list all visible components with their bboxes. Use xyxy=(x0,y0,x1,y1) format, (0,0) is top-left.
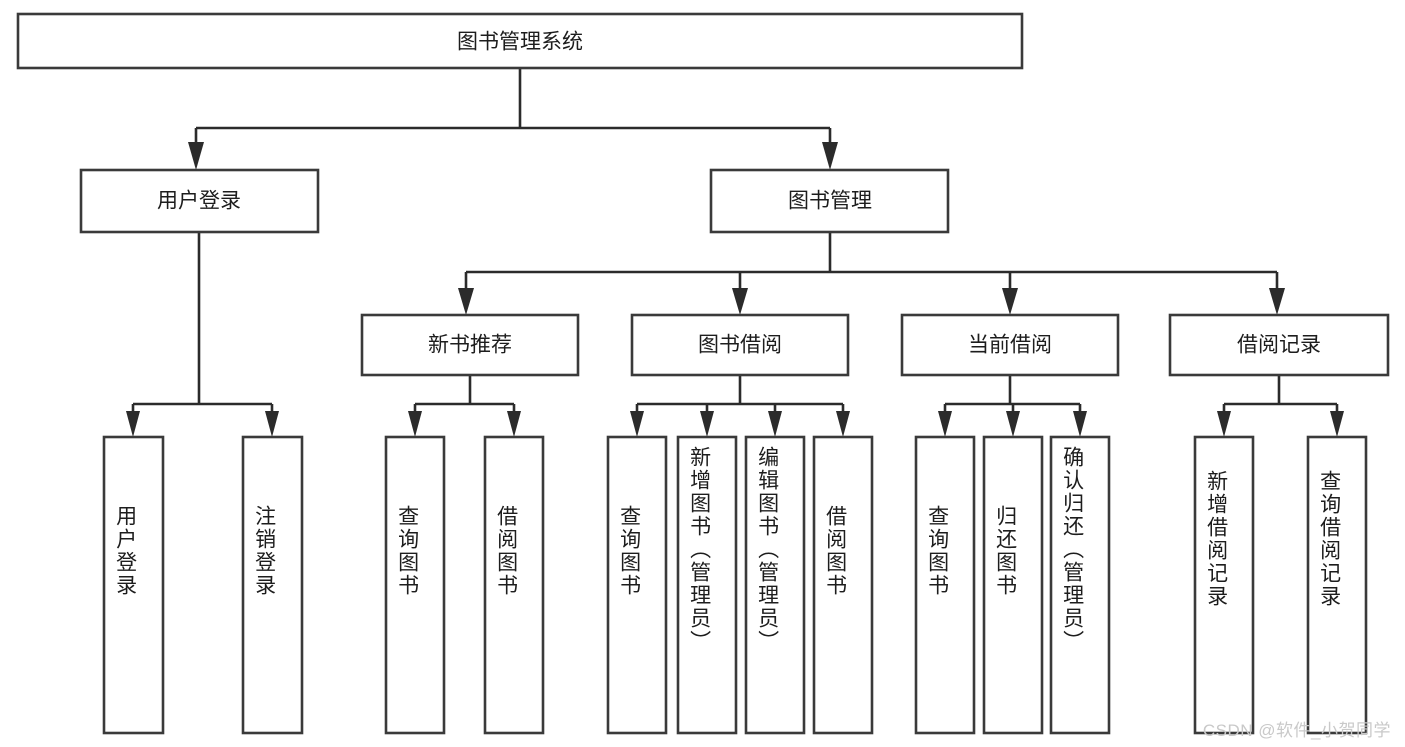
node-root[interactable]: 图书管理系统 xyxy=(16,12,1024,70)
node-leaf-edit-book-box[interactable] xyxy=(744,435,806,735)
node-leaf-confirm-return[interactable]: 确认归还（管理员） xyxy=(1049,435,1111,735)
node-new-book-recommend[interactable]: 新书推荐 xyxy=(360,313,580,377)
arrow-head-leaf-borrow-book-2 xyxy=(836,411,850,437)
node-leaf-query-book-2[interactable]: 查询图书 xyxy=(606,435,668,735)
node-leaf-query-book-2-label: 查询图书 xyxy=(618,505,642,597)
arrow-head-leaf-query-book-1 xyxy=(408,411,422,437)
arrow-head-leaf-return-book xyxy=(1006,411,1020,437)
node-leaf-user-login[interactable]: 用户登录 xyxy=(102,435,165,735)
node-leaf-query-book-1-label: 查询图书 xyxy=(396,505,420,597)
connector-group-book-management xyxy=(458,232,1285,315)
arrow-head-leaf-query-record xyxy=(1330,411,1344,437)
arrow-head-book-management xyxy=(822,142,838,170)
connector-group-user-login xyxy=(126,232,279,437)
node-leaf-return-book-label: 归还图书 xyxy=(994,505,1018,597)
arrow-head-new-book-recommend xyxy=(458,288,474,315)
node-leaf-edit-book[interactable]: 编辑图书（管理员） xyxy=(744,435,806,735)
node-leaf-return-book[interactable]: 归还图书 xyxy=(982,435,1044,735)
arrow-head-leaf-edit-book xyxy=(768,411,782,437)
node-borrow-record-box[interactable] xyxy=(1168,313,1390,377)
arrow-head-leaf-add-record xyxy=(1217,411,1231,437)
arrow-head-user-login xyxy=(188,142,204,170)
node-leaf-borrow-book-1-box[interactable] xyxy=(483,435,545,735)
node-user-login-label: 用户登录 xyxy=(157,190,241,213)
node-leaf-user-login-box[interactable] xyxy=(102,435,165,735)
node-borrow-record[interactable]: 借阅记录 xyxy=(1168,313,1390,377)
node-borrow-record-label: 借阅记录 xyxy=(1237,334,1321,357)
node-leaf-query-book-3[interactable]: 查询图书 xyxy=(914,435,976,735)
node-current-borrow[interactable]: 当前借阅 xyxy=(900,313,1120,377)
node-current-borrow-label: 当前借阅 xyxy=(968,334,1052,357)
arrow-head-leaf-user-logout xyxy=(265,411,279,437)
node-leaf-query-book-3-label: 查询图书 xyxy=(926,505,950,597)
node-leaf-add-book-label: 新增图书（管理员） xyxy=(688,446,712,653)
node-book-management-box[interactable] xyxy=(709,168,950,234)
node-leaf-add-record[interactable]: 新增借阅记录 xyxy=(1193,435,1255,735)
node-leaf-user-login-label: 用户登录 xyxy=(114,505,138,597)
arrow-head-borrow-record xyxy=(1269,288,1285,315)
connector-group-root xyxy=(188,68,838,170)
node-current-borrow-box[interactable] xyxy=(900,313,1120,377)
node-user-login-box[interactable] xyxy=(79,168,320,234)
node-leaf-confirm-return-label: 确认归还（管理员） xyxy=(1061,446,1085,653)
node-leaf-user-logout-label: 注销登录 xyxy=(253,505,277,597)
arrow-head-leaf-query-book-3 xyxy=(938,411,952,437)
node-leaf-add-book[interactable]: 新增图书（管理员） xyxy=(676,435,738,735)
connector-group-book-borrow xyxy=(630,375,850,437)
node-leaf-return-book-box[interactable] xyxy=(982,435,1044,735)
node-leaf-user-logout-box[interactable] xyxy=(241,435,304,735)
node-leaf-query-record-label: 查询借阅记录 xyxy=(1318,470,1342,608)
node-leaf-query-record-box[interactable] xyxy=(1306,435,1368,735)
node-leaf-query-book-1[interactable]: 查询图书 xyxy=(384,435,446,735)
arrow-head-leaf-user-login xyxy=(126,411,140,437)
node-leaf-query-book-1-box[interactable] xyxy=(384,435,446,735)
node-book-management[interactable]: 图书管理 xyxy=(709,168,950,234)
arrow-head-book-borrow xyxy=(732,288,748,315)
node-user-login[interactable]: 用户登录 xyxy=(79,168,320,234)
node-new-book-recommend-box[interactable] xyxy=(360,313,580,377)
node-leaf-add-record-box[interactable] xyxy=(1193,435,1255,735)
connector-group-borrow-record xyxy=(1217,375,1344,437)
node-leaf-query-book-3-box[interactable] xyxy=(914,435,976,735)
node-new-book-recommend-label: 新书推荐 xyxy=(428,334,512,357)
arrow-head-current-borrow xyxy=(1002,288,1018,315)
node-book-borrow[interactable]: 图书借阅 xyxy=(630,313,850,377)
node-leaf-user-logout[interactable]: 注销登录 xyxy=(241,435,304,735)
arrow-head-leaf-confirm-return xyxy=(1073,411,1087,437)
node-book-borrow-label: 图书借阅 xyxy=(698,334,782,357)
arrow-head-leaf-query-book-2 xyxy=(630,411,644,437)
node-root-label: 图书管理系统 xyxy=(457,31,583,54)
node-leaf-borrow-book-1-label: 借阅图书 xyxy=(495,505,519,597)
node-leaf-add-book-box[interactable] xyxy=(676,435,738,735)
node-leaf-edit-book-label: 编辑图书（管理员） xyxy=(756,446,780,653)
arrow-head-leaf-add-book xyxy=(700,411,714,437)
node-leaf-add-record-label: 新增借阅记录 xyxy=(1205,470,1229,608)
node-leaf-borrow-book-2[interactable]: 借阅图书 xyxy=(812,435,874,735)
node-leaf-borrow-book-1[interactable]: 借阅图书 xyxy=(483,435,545,735)
node-book-borrow-box[interactable] xyxy=(630,313,850,377)
node-book-management-label: 图书管理 xyxy=(788,190,872,213)
node-leaf-borrow-book-2-label: 借阅图书 xyxy=(824,505,848,597)
arrow-head-leaf-borrow-book-1 xyxy=(507,411,521,437)
node-root-box[interactable] xyxy=(16,12,1024,70)
connector-group-new-book-recommend xyxy=(408,375,521,437)
node-leaf-query-book-2-box[interactable] xyxy=(606,435,668,735)
node-leaf-borrow-book-2-box[interactable] xyxy=(812,435,874,735)
connector-group-current-borrow xyxy=(938,375,1087,437)
node-leaf-query-record[interactable]: 查询借阅记录 xyxy=(1306,435,1368,735)
node-leaf-confirm-return-box[interactable] xyxy=(1049,435,1111,735)
